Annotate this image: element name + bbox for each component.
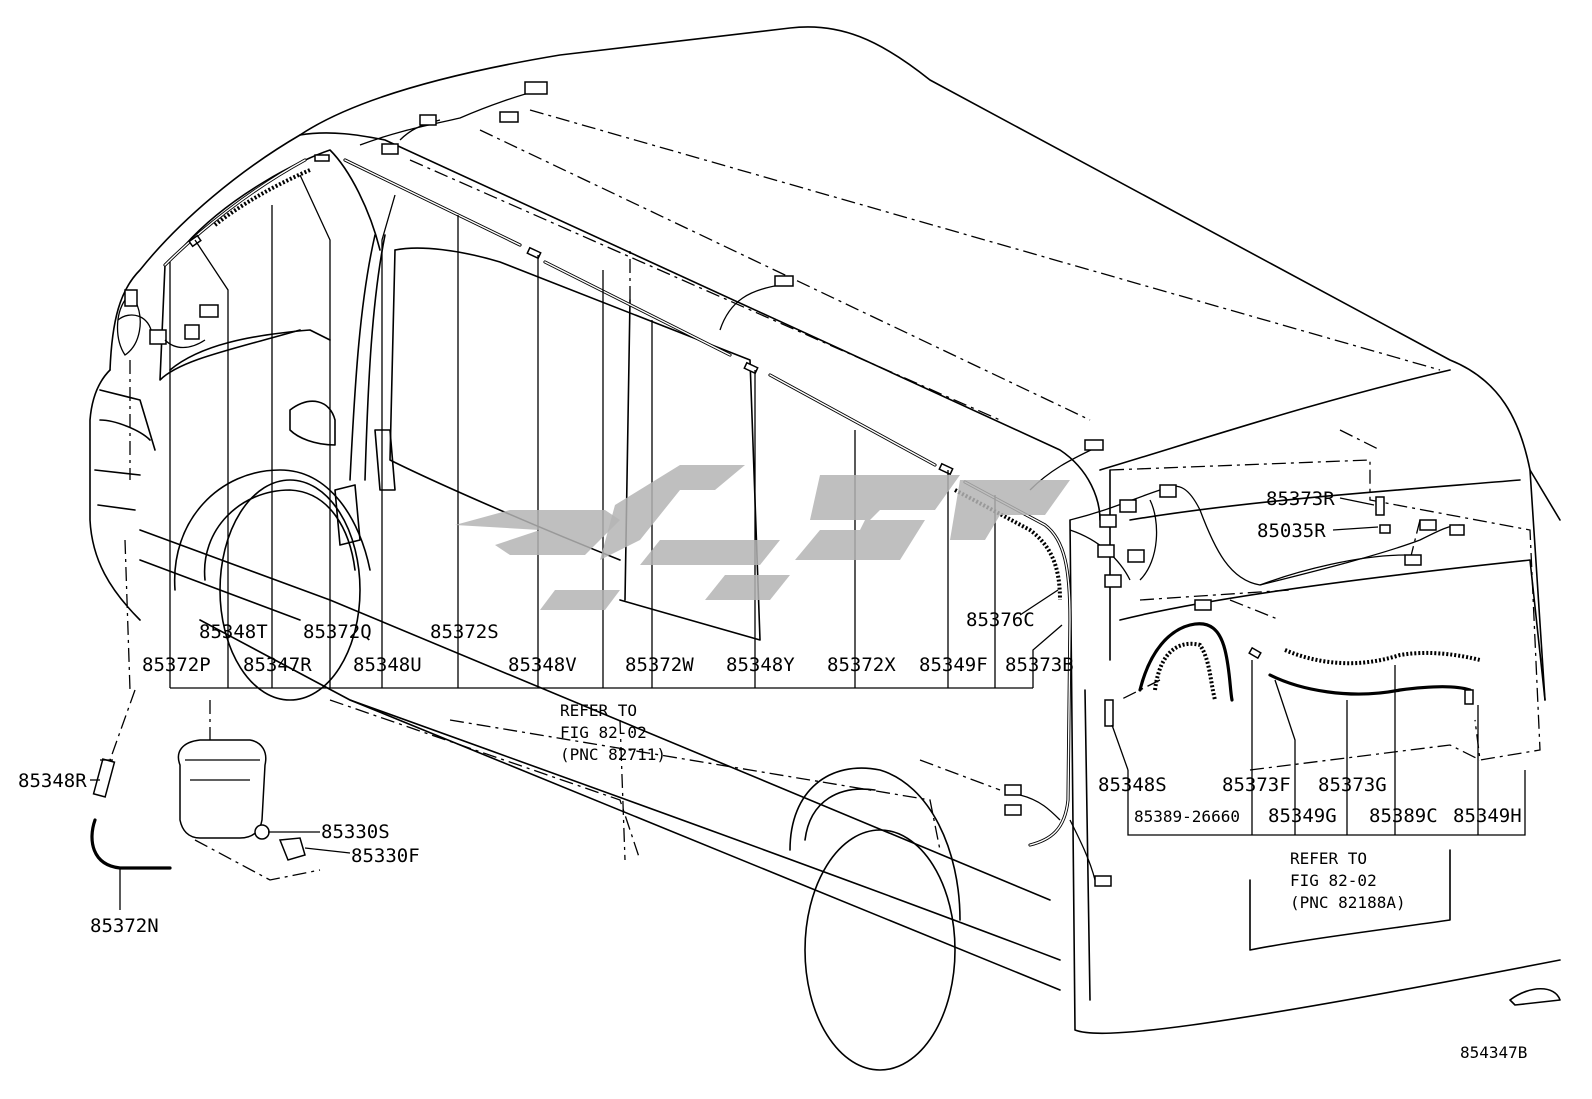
label-85372Q: 85372Q: [303, 621, 372, 643]
label-85347R: 85347R: [243, 654, 312, 676]
watermark-logo: [455, 465, 1070, 610]
refer-82188A-line2: FIG 82-02: [1290, 871, 1377, 890]
refer-82711-line2: FIG 82-02: [560, 723, 647, 742]
label-85389C: 85389C: [1369, 805, 1438, 827]
label-85349H: 85349H: [1453, 805, 1522, 827]
label-85372S: 85372S: [430, 621, 499, 643]
label-85330S: 85330S: [321, 821, 390, 843]
label-85376C: 85376C: [966, 609, 1035, 631]
label-85348V: 85348V: [508, 654, 577, 676]
part-labels: 85348T 85372Q 85372S 85376C 85372P 85347…: [18, 488, 1522, 937]
washer-tank: [90, 739, 351, 910]
label-85348S: 85348S: [1098, 774, 1167, 796]
refer-82711-line1: REFER TO: [560, 701, 637, 720]
refer-82188A-line3: (PNC 82188A): [1290, 893, 1406, 912]
label-85035R: 85035R: [1257, 520, 1326, 542]
label-85373R: 85373R: [1266, 488, 1335, 510]
reference-note-82711: REFER TO FIG 82-02 (PNC 82711): [560, 701, 666, 764]
label-85389-26660: 85389-26660: [1134, 807, 1240, 826]
label-85330F: 85330F: [351, 845, 420, 867]
wiring-harness: [116, 81, 1465, 887]
label-85373B: 85373B: [1005, 654, 1074, 676]
label-85348T: 85348T: [199, 621, 268, 643]
label-85372X: 85372X: [827, 654, 896, 676]
label-85372W: 85372W: [625, 654, 694, 676]
label-85372P: 85372P: [142, 654, 211, 676]
label-85348U: 85348U: [353, 654, 422, 676]
label-85373G: 85373G: [1318, 774, 1387, 796]
label-85373F: 85373F: [1222, 774, 1291, 796]
label-85348Y: 85348Y: [726, 654, 795, 676]
label-85348R: 85348R: [18, 770, 87, 792]
figure-id: 854347B: [1460, 1043, 1527, 1062]
label-85349F: 85349F: [919, 654, 988, 676]
refer-82711-line3: (PNC 82711): [560, 745, 666, 764]
van-body: [89, 26, 1561, 1071]
label-85349G: 85349G: [1268, 805, 1337, 827]
refer-82188A-line1: REFER TO: [1290, 849, 1367, 868]
reference-note-82188A: REFER TO FIG 82-02 (PNC 82188A): [1290, 849, 1406, 912]
label-85372N: 85372N: [90, 915, 159, 937]
